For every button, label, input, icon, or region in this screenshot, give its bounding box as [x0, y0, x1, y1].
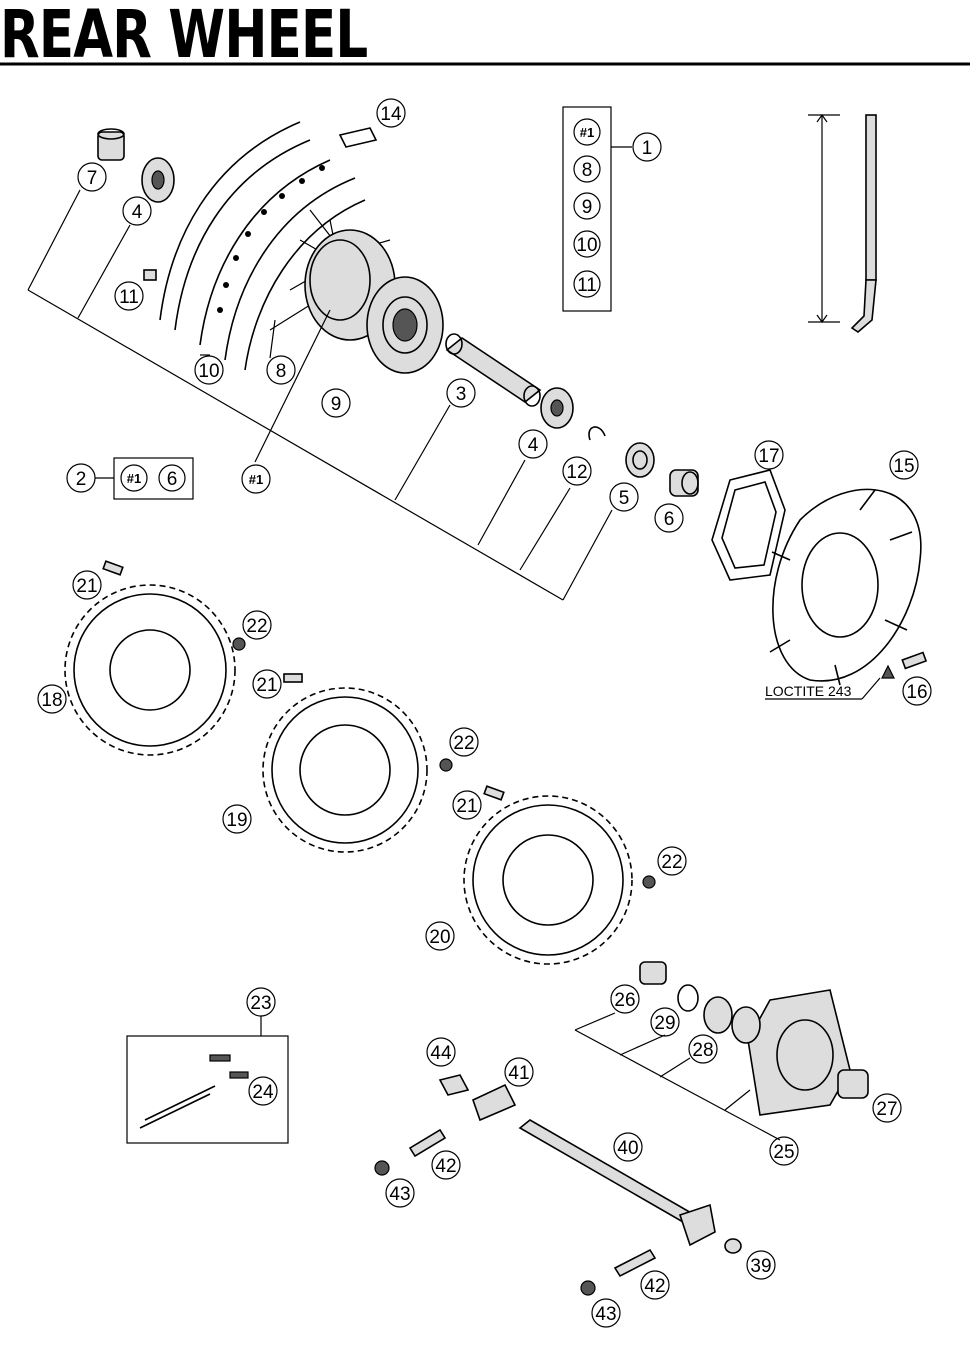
callout-c3: 3 — [456, 384, 467, 405]
callout-c7: 7 — [87, 168, 98, 189]
callout-c41: 41 — [508, 1063, 529, 1084]
part-bushing-6 — [669, 469, 699, 497]
callout-c6a: 6 — [664, 509, 675, 530]
leader-lines — [27, 189, 613, 601]
callout-c25: 25 — [773, 1142, 794, 1163]
callout-h1c: #1 — [249, 472, 263, 487]
callout-c16: 16 — [906, 682, 927, 703]
part-circlip-12 — [588, 426, 606, 441]
loctite-note: LOCTITE 243 — [765, 683, 852, 699]
spoke-detail — [808, 113, 877, 334]
callout-c4b: 4 — [528, 435, 539, 456]
part-chain-adjuster-41 — [472, 1083, 517, 1122]
callout-c40: 40 — [617, 1138, 638, 1159]
part-seal-5 — [625, 442, 655, 478]
callout-c8a: 8 — [582, 160, 593, 181]
sprocket-carrier-25 — [747, 989, 851, 1116]
callout-c9a: 9 — [582, 197, 593, 218]
callout-h1a: #1 — [580, 125, 594, 140]
part-brake-disc-15 — [769, 488, 922, 686]
callout-c21a: 21 — [76, 576, 97, 597]
callout-c22a: 22 — [246, 616, 267, 637]
loctite-leader — [861, 677, 881, 700]
sprocket-19 — [262, 687, 428, 853]
adjuster-screws-42 — [408, 1128, 657, 1278]
part-nipple-11 — [143, 269, 157, 281]
callout-c10b: 10 — [198, 361, 219, 382]
part-gasket-17 — [711, 469, 786, 581]
callout-c42b: 42 — [644, 1276, 665, 1297]
callout-c10a: 10 — [576, 235, 597, 256]
callout-c1: 1 — [642, 138, 653, 159]
callout-c4a: 4 — [132, 202, 143, 223]
callout-c12: 12 — [566, 462, 587, 483]
chain-box — [126, 1016, 289, 1144]
kit-box-1 — [562, 106, 632, 312]
callout-c24: 24 — [252, 1082, 274, 1103]
callout-c22c: 22 — [661, 852, 682, 873]
callout-c6b: 6 — [167, 469, 178, 490]
callout-c39: 39 — [750, 1256, 771, 1277]
callout-c22b: 22 — [453, 733, 474, 754]
callout-c5: 5 — [619, 488, 630, 509]
callouts: #1 8 9 10 11 1 14 7 4 11 10 8 9 3 4 12 5… — [37, 98, 932, 1328]
callout-h1b: #1 — [127, 471, 141, 486]
callout-c43a: 43 — [389, 1184, 410, 1205]
callout-c26: 26 — [614, 990, 635, 1011]
part-bearing-28 — [703, 996, 761, 1044]
callout-c9b: 9 — [331, 394, 342, 415]
callout-c29: 29 — [654, 1013, 675, 1034]
callout-c11b: 11 — [119, 287, 139, 308]
page-title: REAR WHEEL — [0, 0, 368, 73]
callout-c14: 14 — [380, 104, 402, 125]
callout-c20: 20 — [429, 927, 450, 948]
callout-c28: 28 — [692, 1040, 713, 1061]
part-screw-16 — [881, 651, 928, 679]
part-spacer-3 — [445, 333, 542, 407]
callout-c15: 15 — [893, 456, 914, 477]
callout-c17: 17 — [758, 446, 779, 467]
callout-c44: 44 — [430, 1043, 452, 1064]
sprocket-18 — [64, 584, 236, 756]
sprocket-20 — [463, 795, 633, 965]
wheel-rim — [159, 121, 366, 371]
part-bearing-4-lower — [540, 387, 574, 429]
nuts-43 — [374, 1160, 596, 1296]
callout-c8b: 8 — [276, 361, 287, 382]
part-cap-39 — [724, 1238, 742, 1254]
part-rim-tape-14 — [338, 127, 378, 148]
callout-c43b: 43 — [595, 1304, 616, 1325]
part-seal-29 — [677, 984, 699, 1012]
callout-c19: 19 — [226, 810, 247, 831]
part-nut-44 — [438, 1074, 470, 1096]
sprocket-bolts — [102, 560, 656, 889]
part-bearing-4-top — [141, 157, 175, 203]
callout-c27: 27 — [876, 1099, 897, 1120]
part-damper-27 — [837, 1069, 869, 1099]
part-bushing-26 — [639, 961, 667, 985]
part-axle-40 — [518, 1119, 716, 1247]
wheel-hub — [304, 229, 444, 374]
part-bushing-7 — [97, 128, 125, 161]
callout-c21c: 21 — [456, 796, 477, 817]
callout-c42a: 42 — [435, 1156, 456, 1177]
callout-c21b: 21 — [256, 675, 277, 696]
callout-c18: 18 — [41, 690, 62, 711]
callout-c2: 2 — [76, 469, 87, 490]
callout-c11a: 11 — [577, 275, 597, 296]
kit-box-2 — [95, 457, 194, 500]
callout-c23: 23 — [250, 993, 271, 1014]
carrier-leaders — [574, 1012, 781, 1141]
